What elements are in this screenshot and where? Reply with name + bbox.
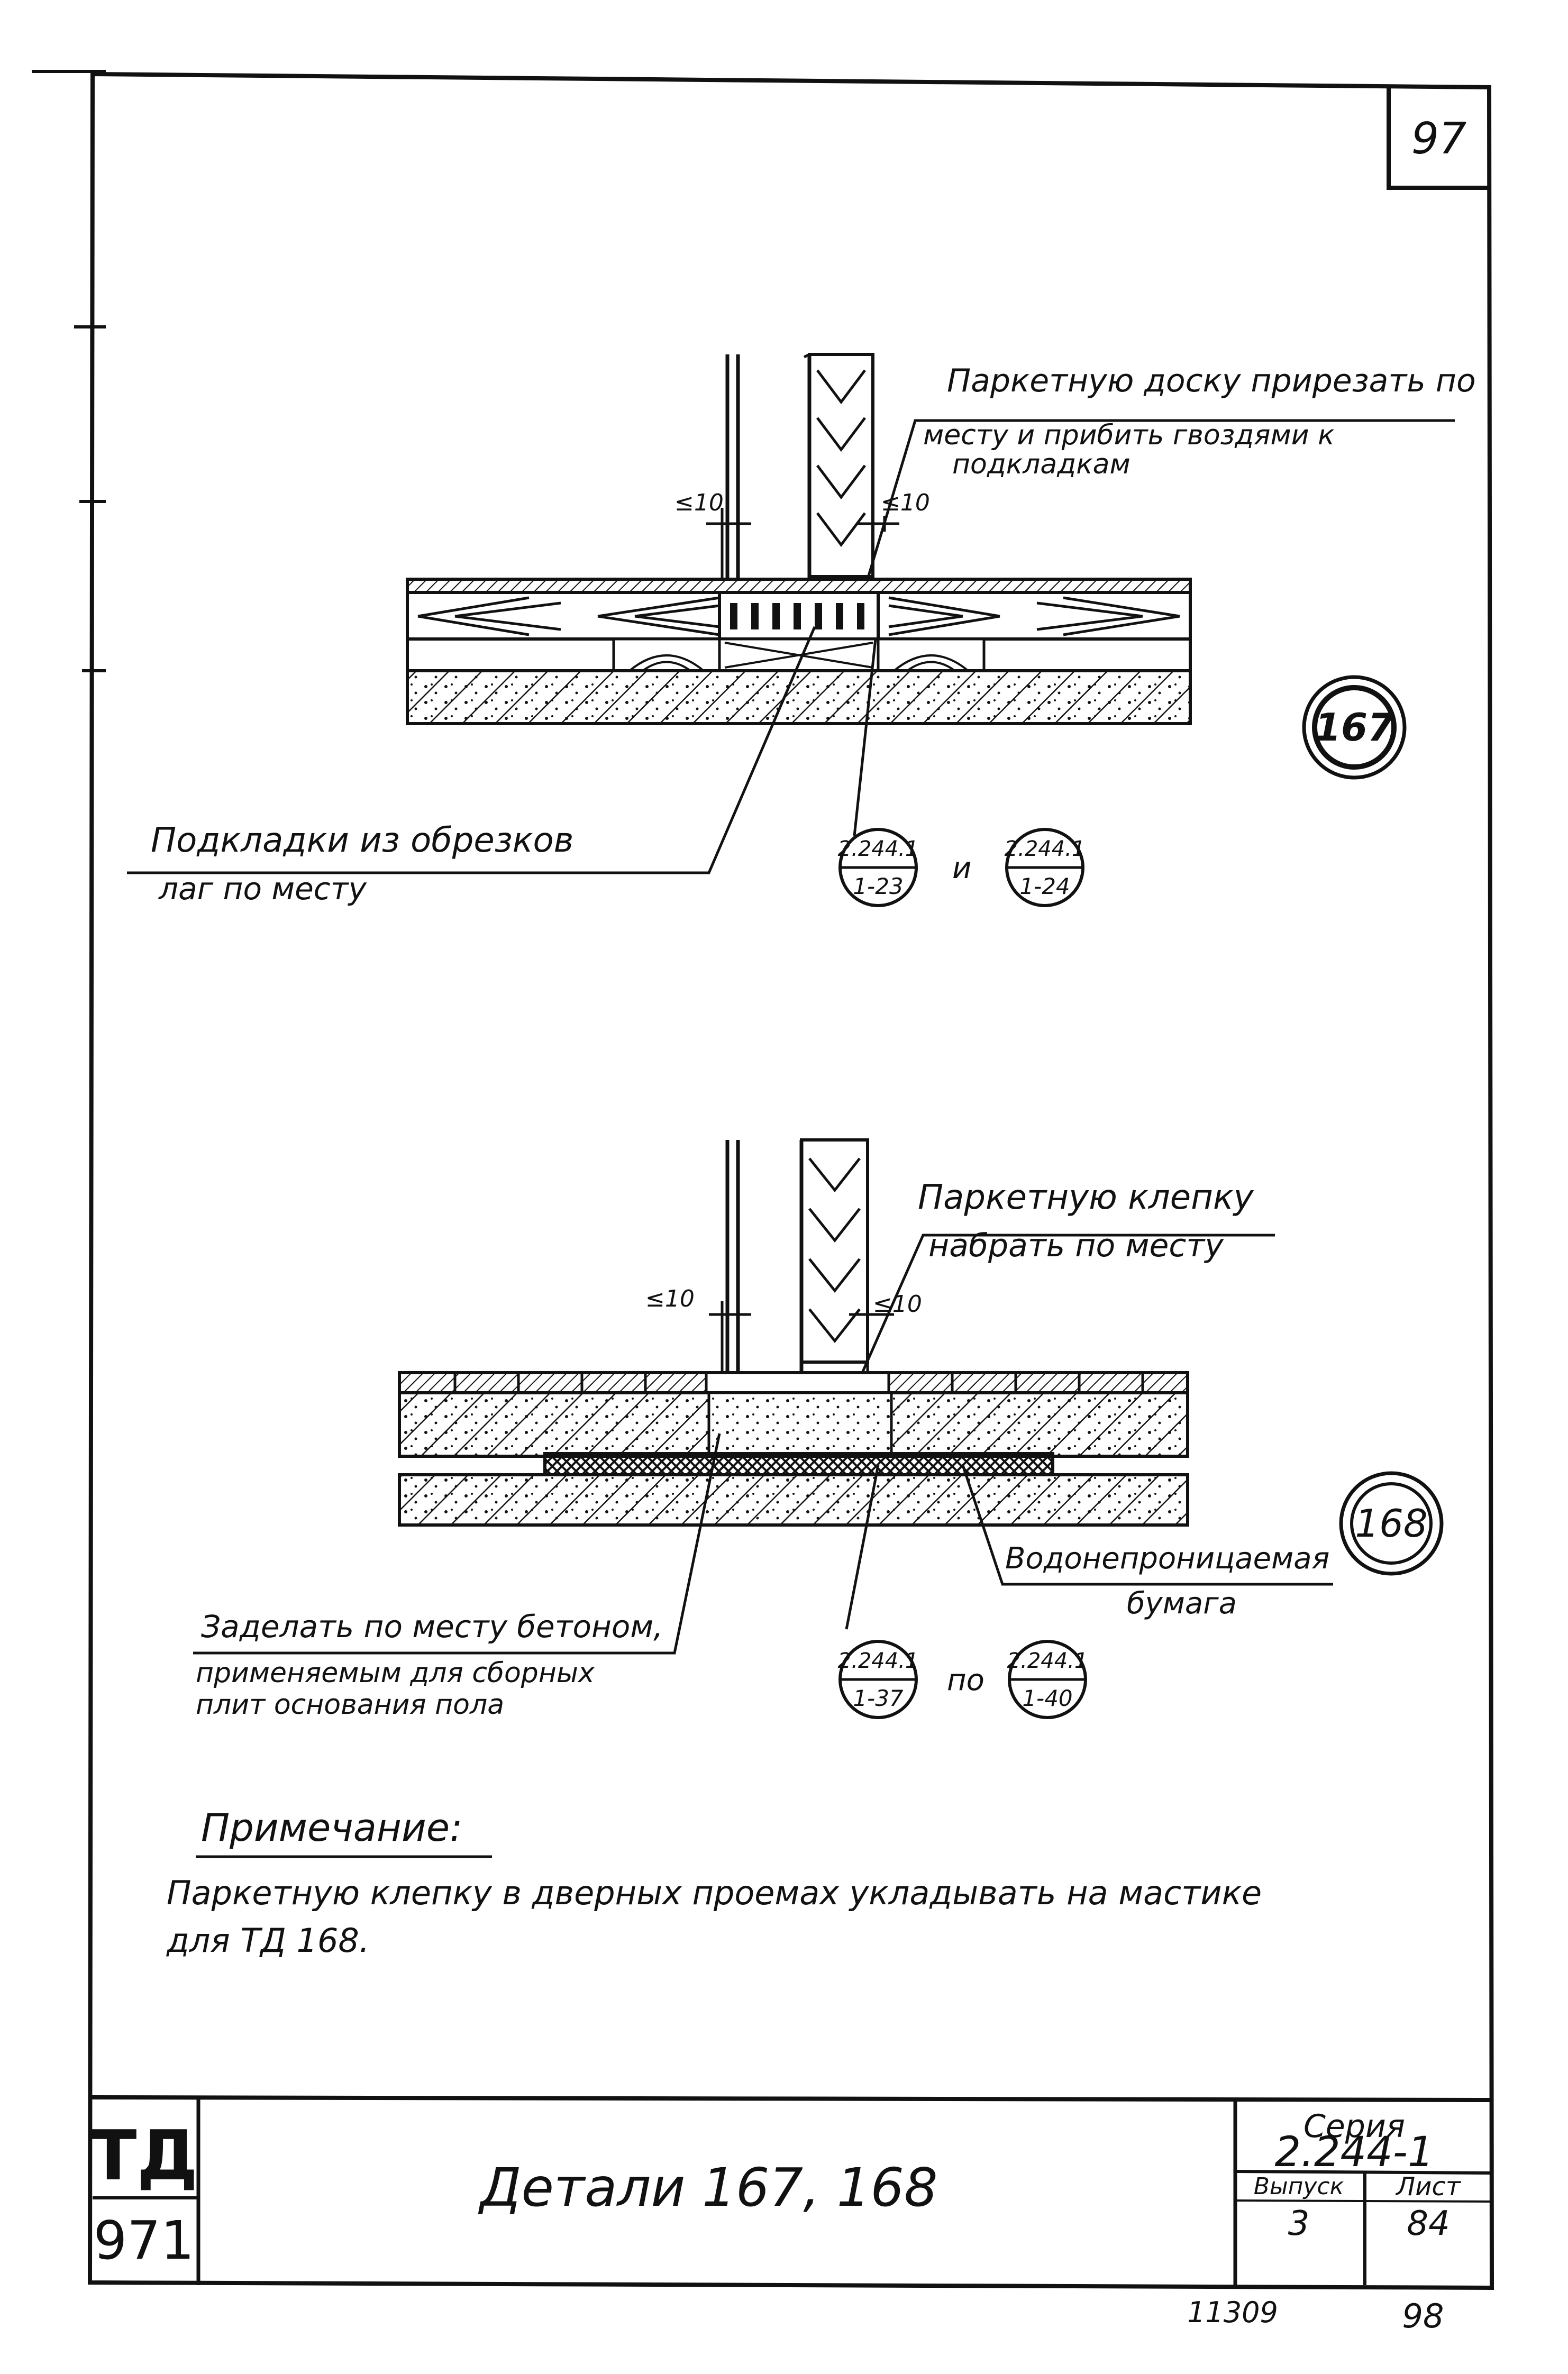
leaders-167 bbox=[127, 419, 1455, 874]
td-label: ТД bbox=[90, 2115, 198, 2196]
series-value: 2.244-1 bbox=[1274, 2129, 1434, 2176]
note-left-168-line2: применяемым для сборных bbox=[196, 1657, 595, 1689]
refs-joiner-168: по bbox=[947, 1663, 984, 1697]
marker-168-label: 168 bbox=[1355, 1501, 1427, 1546]
ref-circle-167-a: 2.244.1 1-23 bbox=[838, 828, 919, 907]
note-top-167-line2: месту и прибить гвоздями к bbox=[923, 419, 1335, 451]
note-left-167-line2: лаг по месту bbox=[158, 871, 367, 907]
note-right-168-line2: бумага bbox=[1127, 1586, 1237, 1621]
note-heading: Примечание: bbox=[201, 1805, 462, 1850]
door-frame-168 bbox=[725, 1138, 869, 1373]
note-right-168-line1: Водонепроницаемая bbox=[1005, 1541, 1329, 1576]
note-top-168-line2: набрать по месту bbox=[928, 1227, 1224, 1264]
ref-circle-168-a: 2.244.1 1-37 bbox=[838, 1640, 919, 1719]
ref-168-a-top: 2.244.1 bbox=[838, 1649, 919, 1673]
drawing-title: Детали 167, 168 bbox=[478, 2157, 937, 2218]
note-line-1: Паркетную клепку в дверных проемах уклад… bbox=[167, 1874, 1262, 1912]
td-number: 971 bbox=[94, 2209, 195, 2271]
refs-joiner-167: и bbox=[952, 851, 971, 885]
floor-section-168 bbox=[398, 1371, 1189, 1527]
note-left-167-line1: Подкладки из обрезков bbox=[151, 821, 573, 860]
detail-167: ≤10 ≤10 bbox=[127, 353, 1476, 907]
note-top-167-line3: подкладкам bbox=[952, 449, 1131, 480]
gap-left-168: ≤10 bbox=[645, 1285, 695, 1312]
marker-167-label: 167 bbox=[1315, 705, 1394, 750]
detail-168: ≤10 ≤10 bbox=[193, 1138, 1444, 1721]
footer-left-number: 11309 bbox=[1187, 2296, 1278, 2329]
gap-dims-167 bbox=[706, 508, 899, 579]
ref-168-b-top: 2.244.1 bbox=[1007, 1649, 1088, 1673]
floor-section-167 bbox=[406, 578, 1192, 725]
note-top-168-line1: Паркетную клепку bbox=[918, 1178, 1254, 1217]
sheet-frame bbox=[32, 70, 1494, 2290]
series-label: Серия bbox=[1303, 2108, 1405, 2145]
ref-167-a-bottom: 1-23 bbox=[853, 873, 903, 899]
note-left-168-line3: плит основания пола bbox=[196, 1689, 504, 1721]
sheet-value: 84 bbox=[1407, 2204, 1450, 2243]
ref-167-a-top: 2.244.1 bbox=[838, 837, 919, 861]
detail-marker-168: 168 bbox=[1339, 1471, 1444, 1576]
note-line-2: для ТД 168. bbox=[166, 1921, 370, 1960]
page-number-box: 97 bbox=[1387, 87, 1489, 190]
detail-marker-167: 167 bbox=[1302, 675, 1407, 780]
sheet-label: Лист bbox=[1395, 2172, 1462, 2202]
ref-167-b-top: 2.244.1 bbox=[1005, 837, 1086, 861]
leaders-168 bbox=[193, 1234, 1333, 1655]
gap-left-167: ≤10 bbox=[674, 489, 724, 516]
note-block: Примечание: Паркетную клепку в дверных п… bbox=[166, 1805, 1262, 1960]
note-left-168-line1: Заделать по месту бетоном, bbox=[201, 1609, 663, 1645]
issue-value: 3 bbox=[1288, 2204, 1310, 2243]
note-top-167-line1: Паркетную доску прирезать по bbox=[947, 362, 1476, 399]
title-block: ТД 971 Детали 167, 168 Серия 2.244-1 Вып… bbox=[90, 2095, 1492, 2285]
ref-circle-168-b: 2.244.1 1-40 bbox=[1007, 1640, 1088, 1719]
ref-167-b-bottom: 1-24 bbox=[1019, 873, 1070, 899]
ref-circle-167-b: 2.244.1 1-24 bbox=[1005, 828, 1086, 907]
footer-right-number: 98 bbox=[1402, 2297, 1444, 2335]
ref-168-a-bottom: 1-37 bbox=[853, 1685, 904, 1711]
issue-label: Выпуск bbox=[1254, 2173, 1344, 2200]
page-number: 97 bbox=[1411, 114, 1466, 164]
ref-168-b-bottom: 1-40 bbox=[1022, 1685, 1072, 1711]
door-frame-167 bbox=[725, 353, 874, 579]
